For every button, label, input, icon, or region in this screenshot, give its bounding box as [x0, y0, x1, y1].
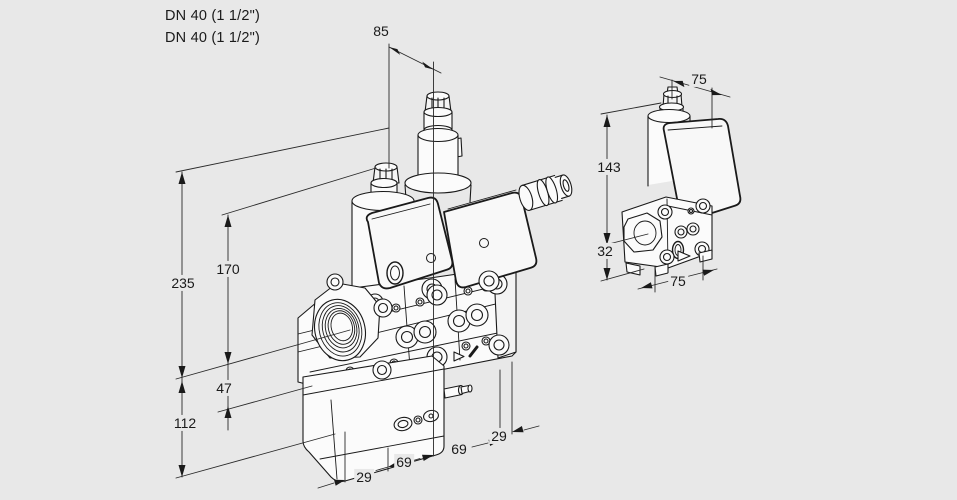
dim-235-label: 235: [169, 274, 197, 292]
side-dim-75-top-label: 75: [689, 70, 709, 88]
dim-bottom-29-left-label: 29: [354, 468, 374, 486]
actuator-base: [302, 355, 445, 483]
dim-112-label: 112: [171, 414, 199, 432]
side-dim-143-label: 143: [595, 158, 623, 176]
test-points: [395, 303, 489, 349]
dim-bottom-69-right-label: 69: [449, 440, 469, 458]
dim-170-label: 170: [214, 260, 242, 278]
side-valve-drawing: [621, 86, 742, 277]
cable-gland-drawing: [518, 174, 573, 211]
dim-47-label: 47: [214, 379, 234, 397]
size-label-line1: DN 40 (1 1/2"): [165, 8, 260, 24]
side-dim-75-bottom-label: 75: [668, 272, 688, 290]
size-label-line2: DN 40 (1 1/2"): [165, 30, 260, 46]
dim-bottom-29-right-label: 29: [489, 427, 509, 445]
solenoid-covers: [365, 189, 538, 290]
side-dim-32-label: 32: [595, 242, 615, 260]
dim-85-label: 85: [373, 22, 389, 39]
inlet-flange: [311, 273, 393, 380]
dim-bottom-69-left-label: 69: [394, 453, 414, 471]
main-valve-drawing: [297, 91, 538, 483]
dimension-arrows: [178, 47, 722, 486]
